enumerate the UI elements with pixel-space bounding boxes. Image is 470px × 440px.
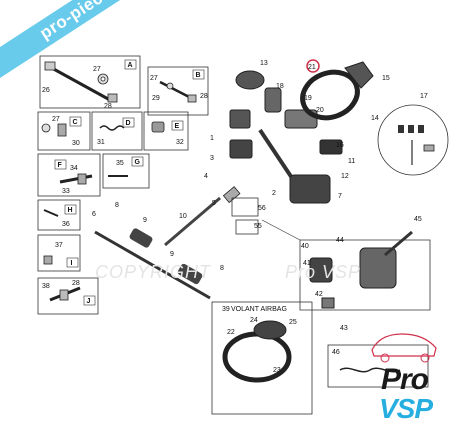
svg-text:42: 42 xyxy=(315,291,323,298)
svg-text:28: 28 xyxy=(72,280,80,287)
svg-text:24: 24 xyxy=(250,317,258,324)
svg-text:45: 45 xyxy=(414,216,422,223)
svg-text:26: 26 xyxy=(42,87,50,94)
svg-text:30: 30 xyxy=(72,140,80,147)
svg-text:37: 37 xyxy=(55,242,63,249)
svg-text:25: 25 xyxy=(289,319,297,326)
svg-text:13: 13 xyxy=(260,60,268,67)
svg-text:G: G xyxy=(135,159,141,166)
svg-text:12: 12 xyxy=(341,173,349,180)
svg-text:11: 11 xyxy=(348,158,355,165)
svg-text:32: 32 xyxy=(176,139,184,146)
svg-text:9: 9 xyxy=(143,217,147,224)
pro-vsp-watermark: Pro VSP xyxy=(285,262,362,282)
svg-text:I: I xyxy=(71,260,73,267)
svg-text:34: 34 xyxy=(70,165,78,172)
svg-text:2: 2 xyxy=(272,190,276,197)
svg-text:40: 40 xyxy=(301,243,309,250)
detail-box-I: I 37 xyxy=(37,234,81,272)
pro-logo-text: Pro xyxy=(381,363,429,396)
steering-wheel: 21 15 14 xyxy=(300,59,390,122)
detail-box-A: A 26 27 28 xyxy=(39,55,141,110)
svg-text:56: 56 xyxy=(258,205,266,212)
harness-box: 46 xyxy=(327,344,429,388)
svg-text:27: 27 xyxy=(93,66,101,73)
svg-text:J: J xyxy=(87,298,91,305)
svg-text:16: 16 xyxy=(336,142,344,149)
svg-text:8: 8 xyxy=(115,202,119,209)
svg-text:28: 28 xyxy=(200,93,208,100)
svg-text:27: 27 xyxy=(150,75,158,82)
detail-box-B: B 27 29 28 xyxy=(147,66,209,116)
svg-text:B: B xyxy=(196,72,201,79)
svg-text:20: 20 xyxy=(316,107,324,114)
svg-text:E: E xyxy=(175,123,180,130)
svg-text:55: 55 xyxy=(254,223,262,230)
svg-text:5: 5 xyxy=(212,200,216,207)
detail-box-E: E 32 xyxy=(143,111,189,151)
detail-box-F: F 34 33 xyxy=(37,153,101,197)
svg-text:39: 39 xyxy=(222,306,230,313)
svg-text:27: 27 xyxy=(52,116,60,123)
svg-text:18: 18 xyxy=(276,83,284,90)
airbag-box: 39 VOLANT AIRBAG 22 24 25 23 xyxy=(211,301,313,415)
svg-text:31: 31 xyxy=(97,139,105,146)
svg-text:38: 38 xyxy=(42,283,50,290)
svg-text:8: 8 xyxy=(220,265,224,272)
svg-text:6: 6 xyxy=(92,211,96,218)
svg-text:F: F xyxy=(58,162,63,169)
svg-text:36: 36 xyxy=(62,221,70,228)
svg-text:9: 9 xyxy=(170,251,174,258)
switch-detail-circle: 17 xyxy=(377,93,449,176)
svg-text:3: 3 xyxy=(210,155,214,162)
detail-box-J: J 38 28 xyxy=(37,277,99,315)
svg-text:1: 1 xyxy=(210,135,214,142)
car-silhouette-logo xyxy=(371,333,437,363)
svg-text:7: 7 xyxy=(338,193,342,200)
svg-text:41: 41 xyxy=(303,260,311,267)
svg-text:A: A xyxy=(128,62,133,69)
svg-text:19: 19 xyxy=(304,95,312,102)
detail-box-H: H 36 xyxy=(37,199,81,231)
copyright-watermark: COPYRIGHT xyxy=(95,262,212,282)
svg-text:46: 46 xyxy=(332,349,340,356)
svg-text:28: 28 xyxy=(104,103,112,110)
svg-text:35: 35 xyxy=(116,160,124,167)
column-assembly-box: 40 41 44 45 42 43 xyxy=(261,216,431,332)
svg-text:22: 22 xyxy=(227,329,235,336)
svg-text:44: 44 xyxy=(336,237,344,244)
svg-text:D: D xyxy=(126,120,131,127)
steering-rack: 6 8 9 9 8 10 4 5 xyxy=(92,173,241,300)
svg-text:15: 15 xyxy=(382,75,390,82)
svg-text:29: 29 xyxy=(152,95,160,102)
svg-text:23: 23 xyxy=(273,367,281,374)
detail-box-D: D 31 xyxy=(91,111,143,151)
svg-text:21: 21 xyxy=(308,64,316,71)
svg-text:10: 10 xyxy=(179,213,187,220)
svg-text:14: 14 xyxy=(371,115,379,122)
detail-box-C: C 27 30 xyxy=(37,111,91,151)
svg-text:4: 4 xyxy=(204,173,208,180)
svg-text:33: 33 xyxy=(62,188,70,195)
detail-box-G: G 35 xyxy=(102,153,150,189)
svg-text:17: 17 xyxy=(420,93,428,100)
svg-text:43: 43 xyxy=(340,325,348,332)
svg-text:VOLANT AIRBAG: VOLANT AIRBAG xyxy=(231,306,287,313)
svg-text:C: C xyxy=(73,119,78,126)
svg-text:H: H xyxy=(68,207,73,214)
vsp-logo-text: VSP xyxy=(379,393,433,424)
steering-column-parts: 13 18 19 20 1 3 2 16 11 12 7 56 55 xyxy=(210,60,355,235)
